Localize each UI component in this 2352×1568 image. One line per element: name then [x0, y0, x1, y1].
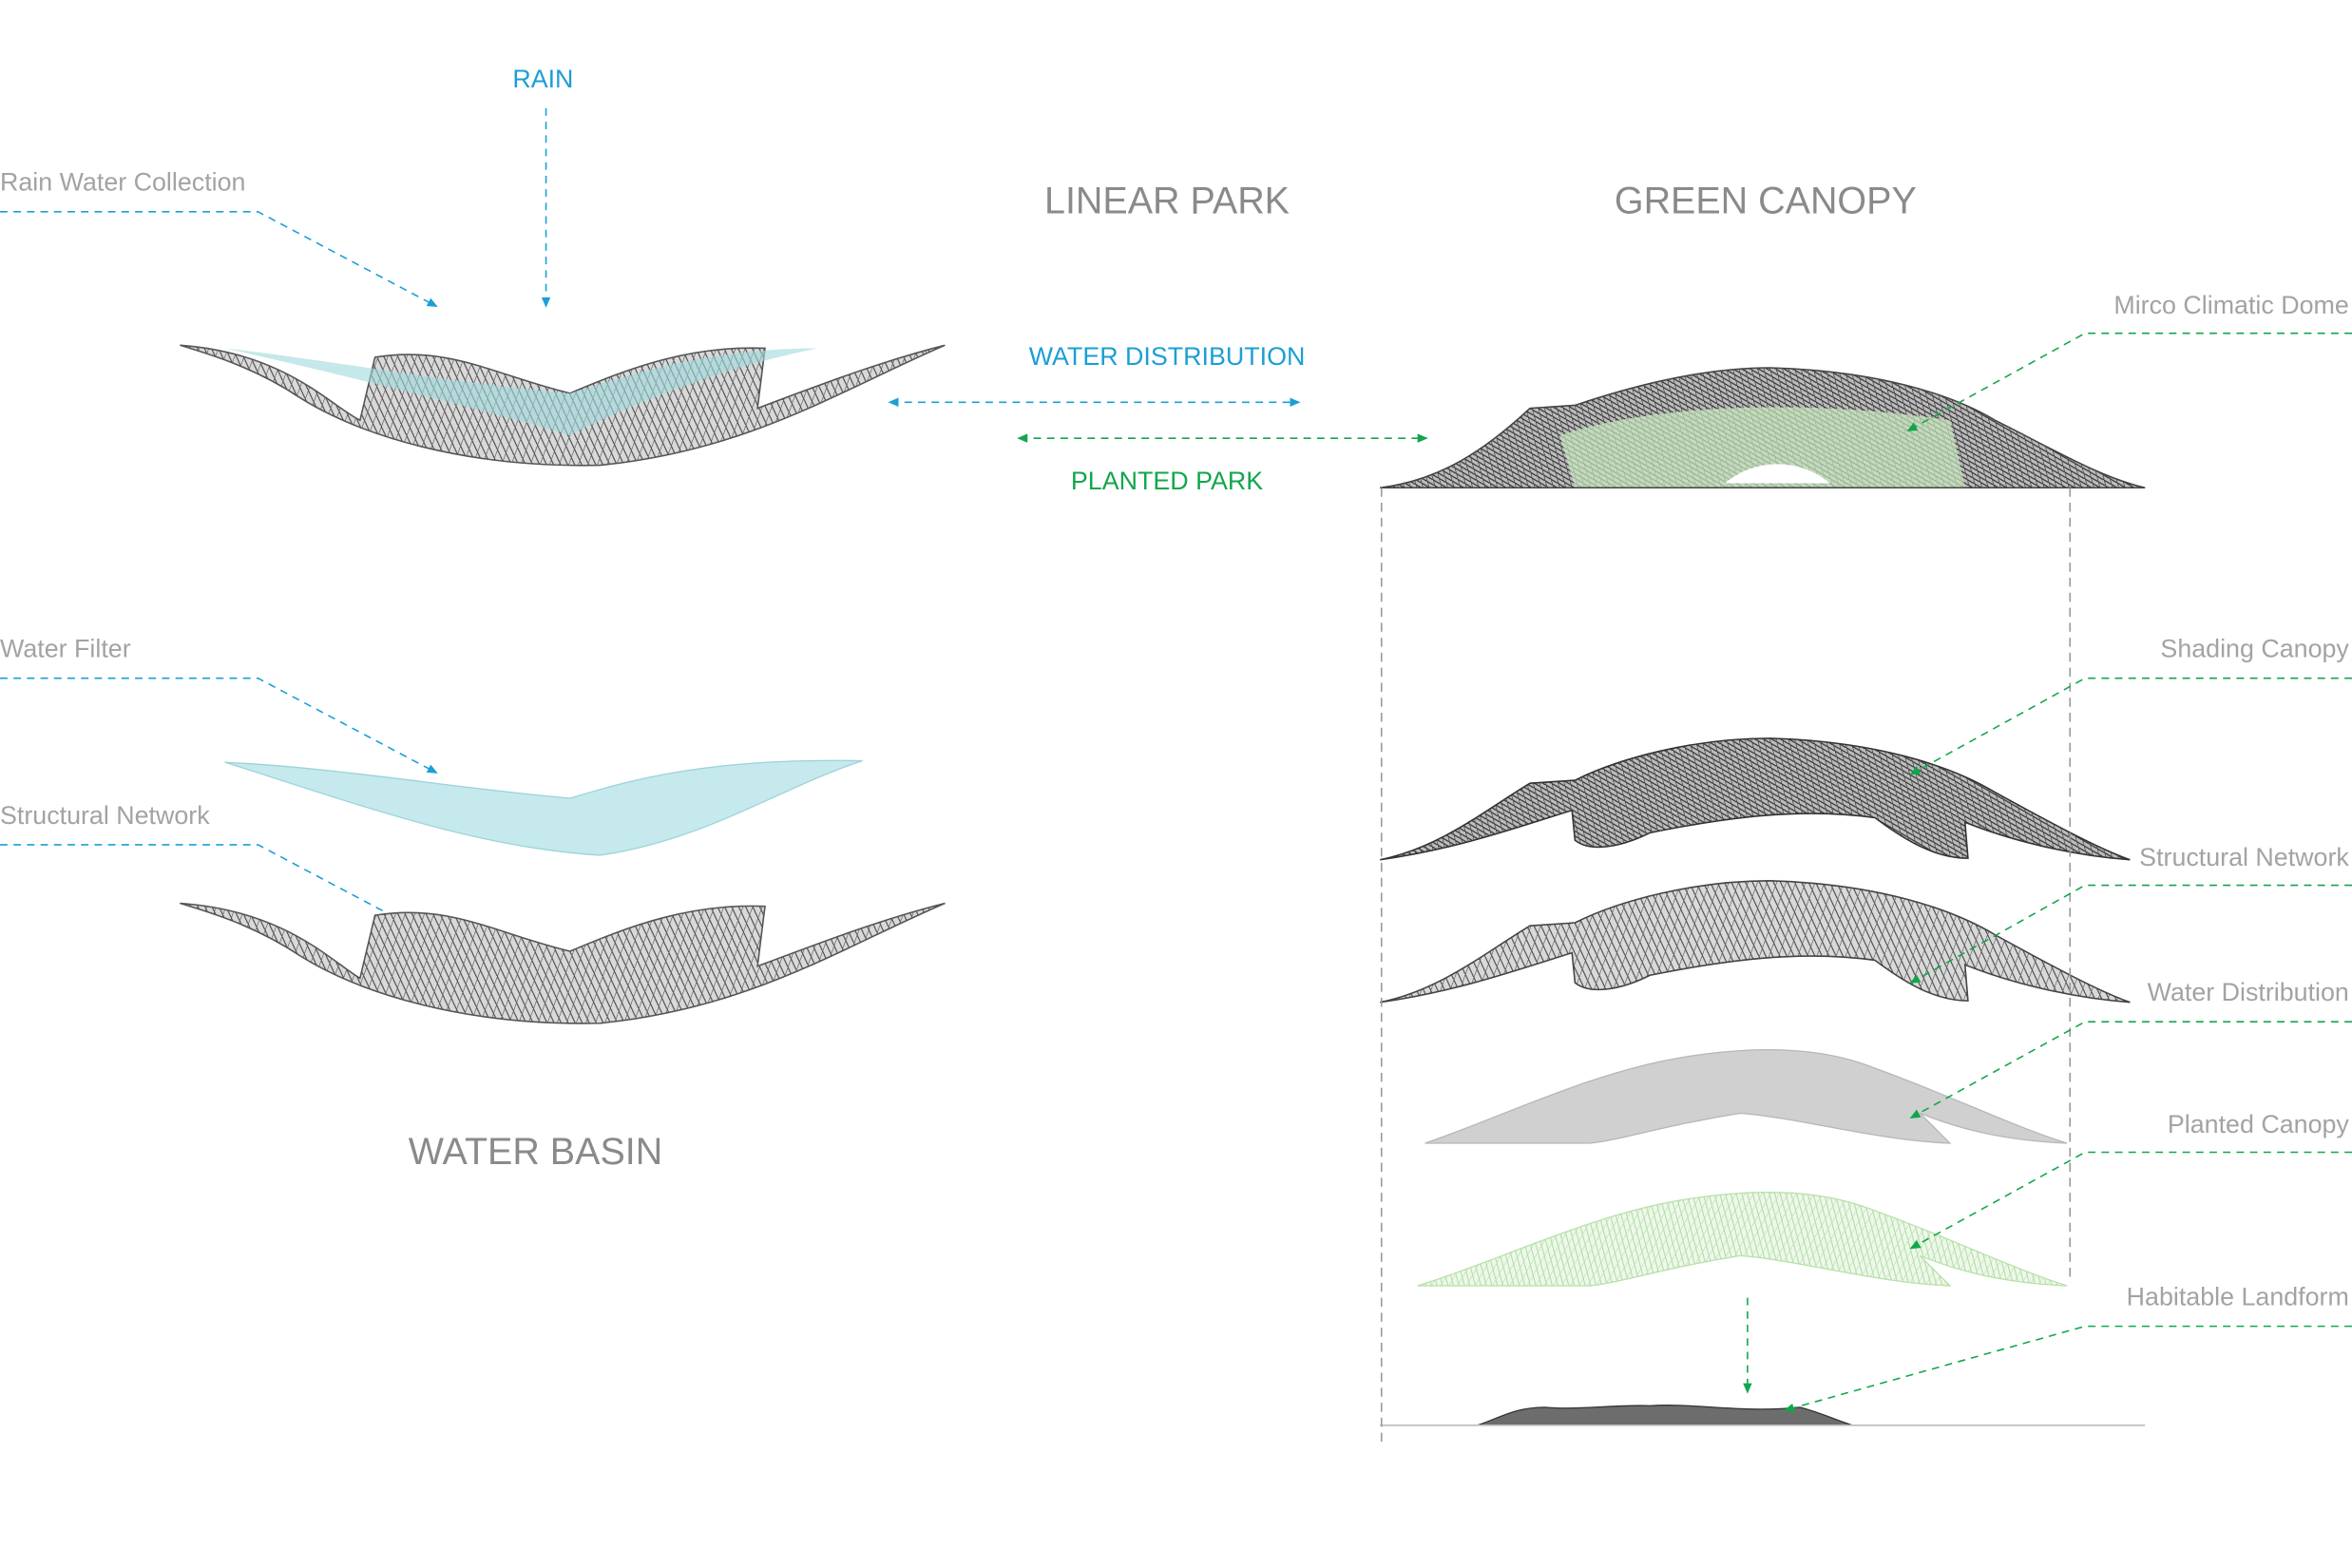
structural-network-right-shape: [1380, 880, 2131, 1004]
leader-shading-canopy: [1909, 677, 2352, 775]
label-water-distribution: Water Distribution: [2148, 978, 2349, 1006]
leader-planted-canopy: [1909, 1151, 2352, 1250]
label-micro-climatic-dome: Mirco Climatic Dome: [2113, 291, 2348, 319]
water-distribution-shape: [1425, 1049, 2068, 1144]
habitable-landform-shape: [1380, 1405, 2146, 1426]
rain-label: RAIN: [512, 65, 573, 93]
label-planted-canopy: Planted Canopy: [2168, 1110, 2350, 1138]
title-water-basin: WATER BASIN: [409, 1131, 662, 1173]
planted-canopy-shape: [1417, 1192, 2068, 1287]
leader-rain-water-collection: [0, 211, 438, 308]
rain-collection-basin-shape: [180, 344, 946, 467]
label-rain-water-collection: Rain Water Collection: [0, 168, 245, 197]
leader-water-distribution: [1909, 1021, 2352, 1119]
label-structural-network-left: Structural Network: [0, 801, 210, 830]
water-distribution-flow-label: WATER DISTRIBUTION: [1029, 342, 1306, 371]
leader-water-filter: [0, 677, 438, 774]
planted-park-flow-label: PLANTED PARK: [1071, 467, 1263, 495]
label-water-filter: Water Filter: [0, 635, 131, 663]
label-structural-network-right: Structural Network: [2139, 843, 2349, 871]
label-shading-canopy: Shading Canopy: [2160, 635, 2349, 663]
structural-network-left-shape: [180, 902, 946, 1024]
shading-canopy-shape: [1380, 737, 2131, 861]
label-habitable-landform: Habitable Landform: [2127, 1283, 2349, 1311]
title-linear-park: LINEAR PARK: [1044, 180, 1290, 221]
leader-structural-network-left: [0, 844, 438, 941]
water-filter-shape: [224, 759, 863, 856]
title-green-canopy: GREEN CANOPY: [1615, 180, 1917, 221]
micro-climatic-dome-shape: [1380, 367, 2146, 489]
leader-habitable-landform: [1783, 1325, 2352, 1413]
